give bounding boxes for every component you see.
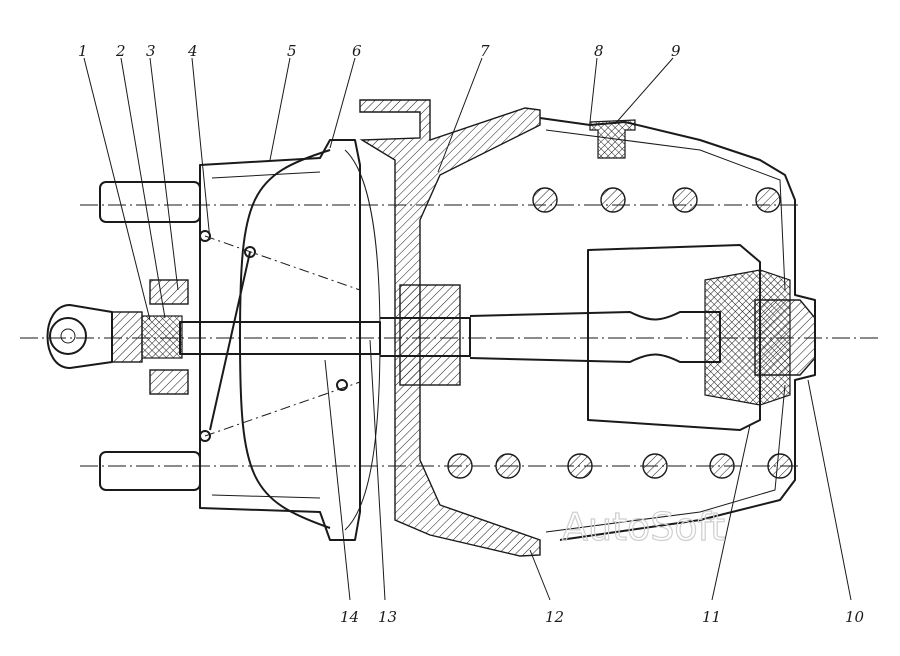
callout-4: 4: [187, 42, 198, 60]
callout-5: 5: [287, 42, 297, 60]
service-chamber-housing: [199, 139, 361, 541]
callout-9: 9: [671, 42, 681, 60]
callout-11: 11: [702, 608, 721, 626]
callout-12: 12: [545, 608, 564, 626]
callout-1: 1: [78, 42, 88, 60]
spring-chamber-housing: [539, 117, 816, 541]
callout-10: 10: [845, 608, 865, 626]
push-rod: [179, 284, 721, 386]
breather-plug: [589, 119, 636, 159]
callout-13: 13: [378, 608, 397, 626]
release-bolt: [704, 269, 816, 406]
callout-numbers: 1 2 3 4 5 6 7 8 9 10 11 12 13 14: [78, 42, 865, 626]
callout-6: 6: [352, 42, 362, 60]
callout-3: 3: [146, 42, 156, 60]
service-diaphragm: [239, 149, 331, 529]
watermark: AutoSoft: [562, 505, 725, 549]
leader-lines: [83, 57, 852, 601]
callout-7: 7: [480, 42, 490, 60]
callout-8: 8: [594, 42, 604, 60]
callout-14: 14: [340, 608, 359, 626]
power-spring-coils: [447, 187, 793, 479]
lock-nut: [111, 279, 189, 395]
callout-2: 2: [115, 42, 126, 60]
spring-piston: [587, 244, 761, 431]
return-spring: [204, 235, 361, 437]
clevis-eye: [46, 304, 113, 369]
intermediate-wall: [359, 99, 541, 557]
